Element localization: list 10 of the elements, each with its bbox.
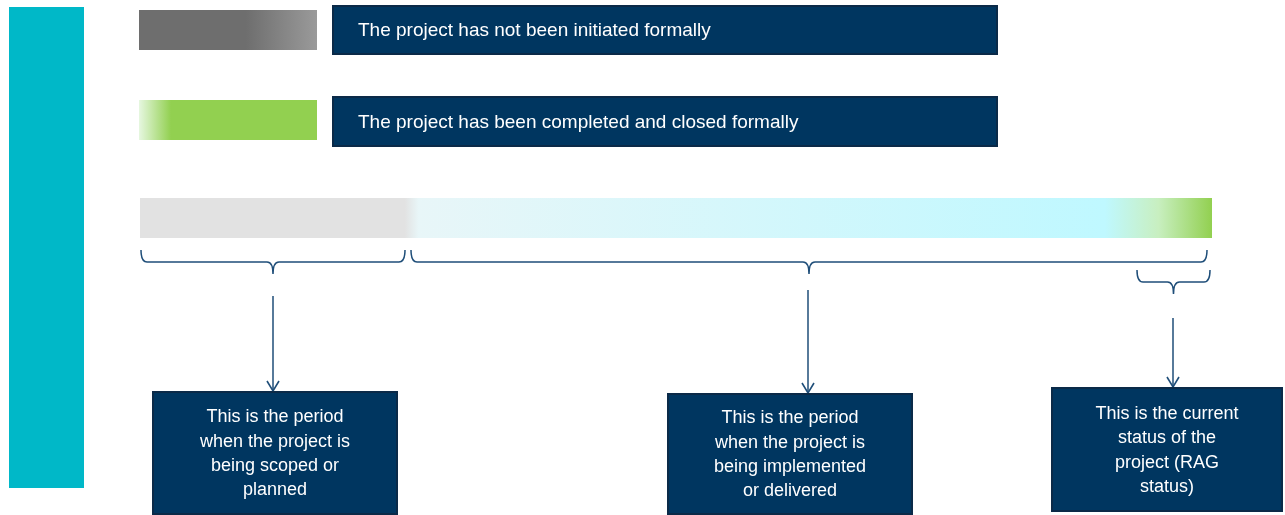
description-box: This is the period when the project is being implemented or delivered: [667, 393, 913, 515]
arrow: [266, 295, 280, 392]
description-box: This is the period when the project is being scoped or planned: [152, 391, 398, 515]
legend-text: The project has not been initiated formally: [332, 5, 998, 55]
side-band: [9, 7, 84, 488]
arrow: [801, 289, 815, 394]
description-box: This is the current status of the project (RAG status): [1051, 387, 1283, 512]
legend-text: The project has been completed and closed formally: [332, 96, 998, 147]
arrow: [1166, 317, 1180, 388]
timeline-bar: [140, 198, 1212, 238]
